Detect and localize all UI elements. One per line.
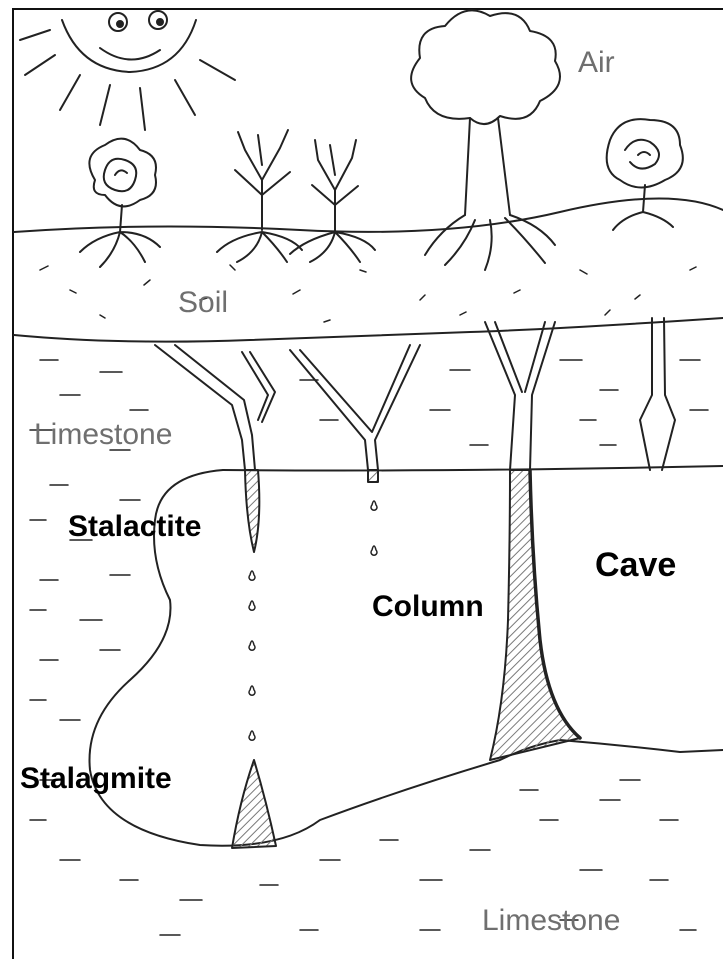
stalagmite-shape xyxy=(232,760,276,848)
soil-bottom-line xyxy=(14,318,723,342)
label-stalactite: Stalactite xyxy=(68,512,201,542)
shrub-icon xyxy=(217,130,302,262)
rose-icon xyxy=(607,119,683,230)
column-shape xyxy=(490,470,580,760)
sun-icon xyxy=(20,11,235,130)
label-limestone-lower: Limestone xyxy=(482,906,620,936)
tree-icon xyxy=(411,10,560,270)
crack-column xyxy=(485,322,555,470)
flower-icon xyxy=(80,139,160,267)
label-cave: Cave xyxy=(595,548,676,582)
label-limestone-upper: Limestone xyxy=(34,420,172,450)
crack-right xyxy=(640,318,675,470)
drip-source xyxy=(368,470,378,482)
shrub-icon xyxy=(290,140,375,262)
cave-ceiling xyxy=(223,466,723,471)
label-soil: Soil xyxy=(178,288,228,318)
stalactite-shape xyxy=(245,470,259,552)
label-stalagmite: Stalagmite xyxy=(20,764,172,794)
crack-stalactite xyxy=(155,345,275,470)
water-drop-icon xyxy=(249,501,377,740)
label-air: Air xyxy=(578,48,615,78)
label-column: Column xyxy=(372,592,484,622)
crack-middle xyxy=(290,345,420,470)
